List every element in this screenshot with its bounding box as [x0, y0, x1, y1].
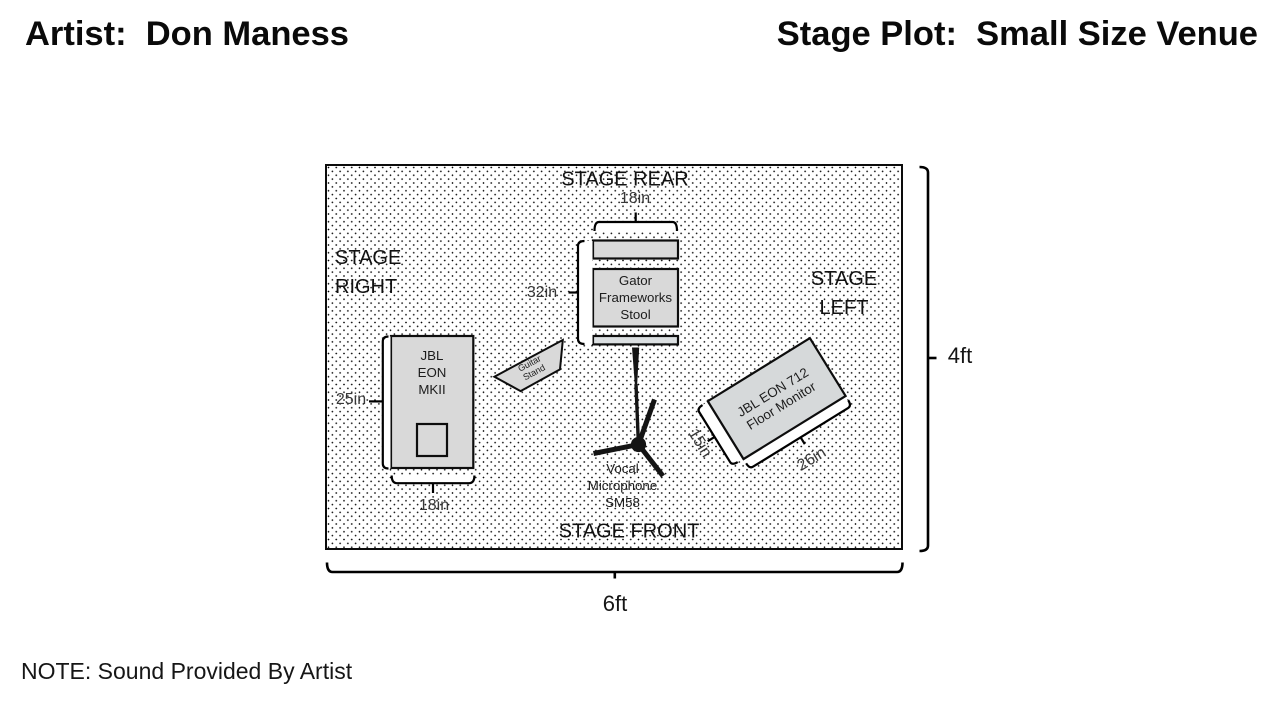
svg-text:26in: 26in: [794, 444, 829, 474]
